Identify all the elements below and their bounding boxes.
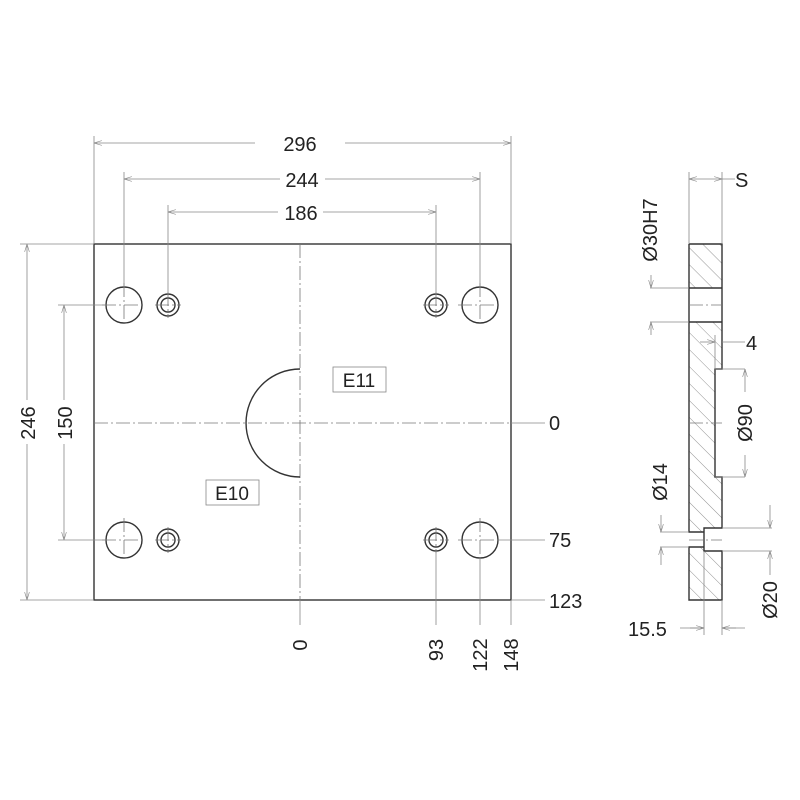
ordinate-y-123: 123 <box>549 591 582 613</box>
label-e10: E10 <box>215 484 249 505</box>
plate-outline <box>93 243 512 601</box>
label-e11: E11 <box>343 371 375 392</box>
ordinate-x-0: 0 <box>290 639 312 650</box>
dim-small-hole-spacing: 186 <box>284 203 317 225</box>
dim-counterbore-offset: 15.5 <box>628 619 667 641</box>
section-label-s: S <box>735 170 748 192</box>
large-holes <box>105 286 499 559</box>
ordinate-y-0: 0 <box>549 413 560 435</box>
ordinate-y-75: 75 <box>549 530 571 552</box>
dim-overall-width: 296 <box>283 134 316 156</box>
small-holes <box>156 293 448 552</box>
dim-recess-diameter: Ø90 <box>735 404 757 442</box>
hole-centermarks <box>102 283 502 562</box>
dim-overall-height: 246 <box>18 406 40 439</box>
ordinate-x-122: 122 <box>470 638 492 671</box>
dimension-lines <box>20 136 545 625</box>
dim-hole-vertical-spacing: 150 <box>55 406 77 439</box>
ordinate-x-148: 148 <box>501 638 523 671</box>
front-view: 296 244 186 246 150 0 75 123 0 93 122 14… <box>16 120 582 672</box>
dim-bore-diameter: Ø30H7 <box>640 198 662 261</box>
dim-counterbore: Ø20 <box>760 581 782 619</box>
dim-large-hole-spacing: 244 <box>285 170 318 192</box>
semicircle-cutout <box>245 368 301 478</box>
ordinate-x-93: 93 <box>426 639 448 661</box>
dim-through-hole: Ø14 <box>650 463 672 501</box>
dim-recess-depth: 4 <box>746 333 757 355</box>
side-section-view: S Ø30H7 4 Ø90 Ø14 Ø20 15.5 <box>628 170 782 641</box>
